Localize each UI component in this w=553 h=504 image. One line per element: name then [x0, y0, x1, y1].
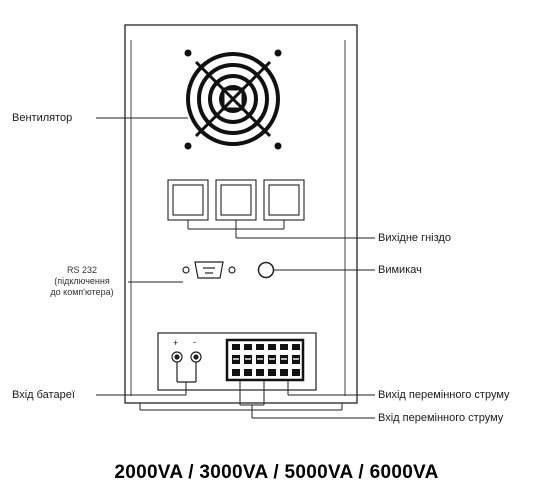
fan-label: Вентилятор: [12, 112, 73, 124]
leader-lines: [96, 117, 375, 419]
rs232-note-line-1: (підключення: [54, 276, 110, 286]
switch-label: Вимикач: [378, 264, 422, 276]
battery-input-label: Вхід батареї: [12, 389, 75, 401]
rs232-connector-icon: [182, 261, 236, 279]
rs232-label: RS 232: [66, 265, 98, 275]
fan-icon: [184, 49, 282, 150]
power-switch-icon: [257, 261, 275, 279]
ac-input-label: Вхід перемінного струму: [378, 412, 504, 424]
output-socket-label: Вихідне гніздо: [378, 232, 451, 244]
battery-plus-mark: +: [173, 338, 179, 348]
battery-terminals-icon: [171, 351, 202, 383]
rs232-label-group: RS 232 (підключення до комп'ютера): [36, 265, 128, 298]
rs232-note-line-2: до комп'ютера): [50, 287, 114, 297]
ac-output-label: Вихід перемінного струму: [378, 389, 510, 401]
ac-terminal-block-icon: [225, 338, 305, 382]
model-caption: 2000VA / 3000VA / 5000VA / 6000VA: [114, 462, 439, 483]
battery-minus-mark: -: [193, 337, 196, 347]
